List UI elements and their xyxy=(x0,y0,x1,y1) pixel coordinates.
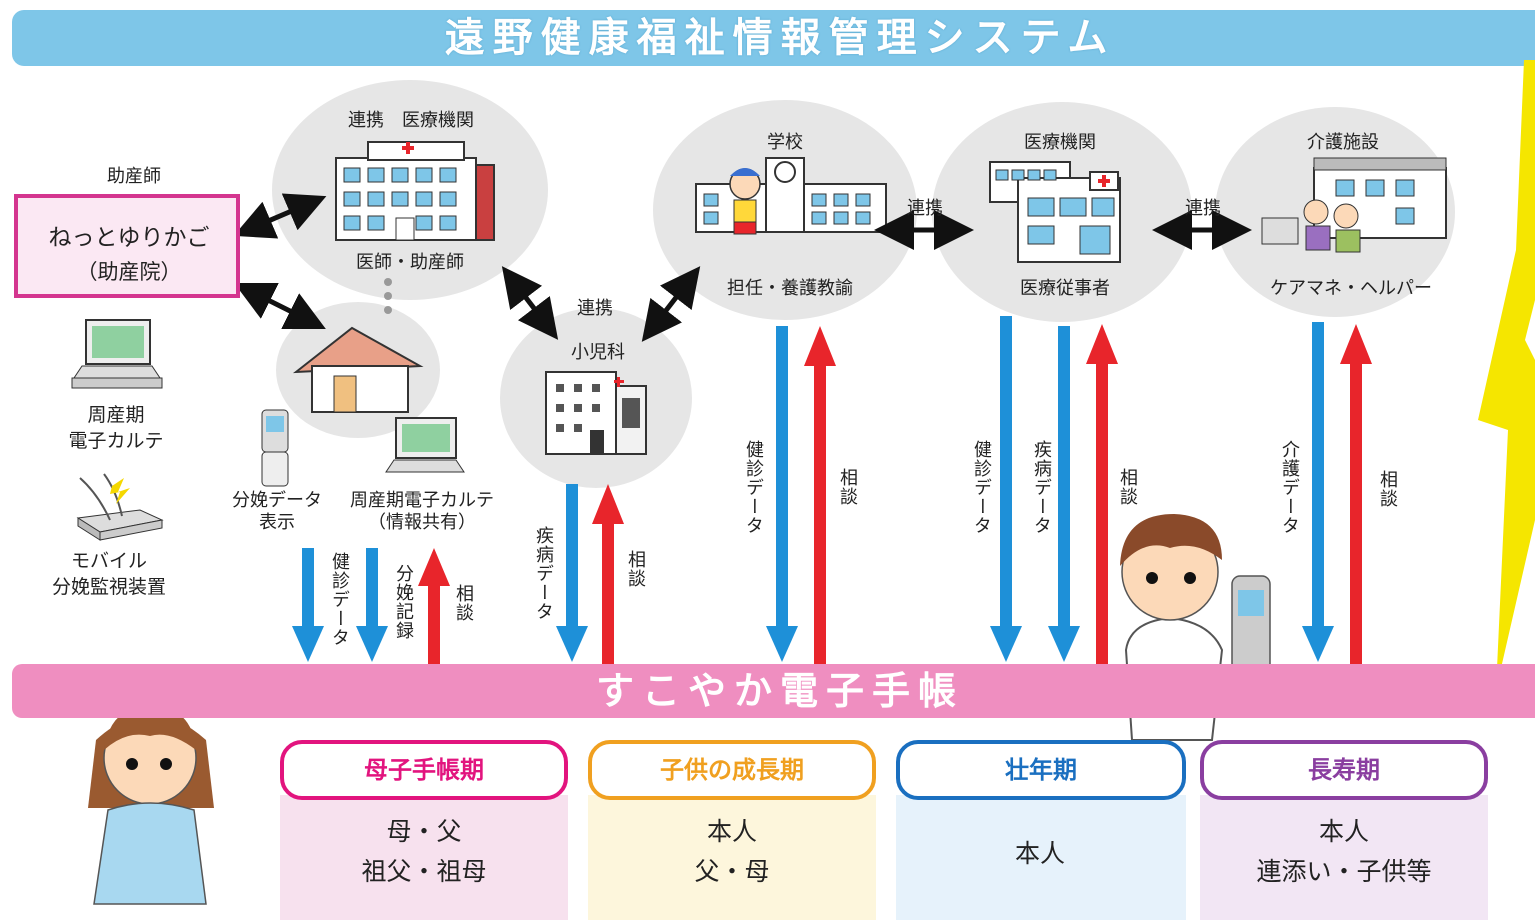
care-facility-icon xyxy=(1261,157,1447,253)
hospital2-bottom-label: 医療従事者 xyxy=(1020,278,1110,299)
delivery-display-line1: 分娩データ xyxy=(232,490,322,511)
hospital1-bottom-label: 医師・助産師 xyxy=(356,252,464,273)
house-icon xyxy=(292,326,424,413)
stage-maternal-people-line2: 祖父・祖母 xyxy=(361,857,487,886)
delivery-display-label: 分娩データ 表示 xyxy=(222,490,332,534)
stage-growth-people: 本人 父・母 xyxy=(592,812,872,892)
care-bottom-label: ケアマネ・ヘルパー xyxy=(1270,278,1432,299)
delivery-display-line2: 表示 xyxy=(259,512,295,533)
pediatrics-label: 小児科 xyxy=(571,342,625,363)
pediatrics-building-icon xyxy=(545,371,647,455)
school-top-label: 学校 xyxy=(767,132,803,153)
hospital-building-icon xyxy=(335,141,495,241)
arrow-label-consult: 相談 xyxy=(1377,470,1398,508)
stage-elderly-people-line2: 連添い・子供等 xyxy=(1256,857,1432,886)
midwife-name: ねっとゆりかご xyxy=(48,225,210,251)
stage-panel-adult xyxy=(896,795,1186,920)
link-label-center: 連携 xyxy=(577,298,613,319)
midwife-sub: （助産院） xyxy=(76,260,182,284)
stage-maternal[interactable]: 母子手帳期 xyxy=(280,740,568,800)
stage-growth-people-line1: 本人 xyxy=(706,817,757,846)
girl-illustration xyxy=(88,706,214,905)
stage-adult-people: 本人 xyxy=(900,834,1180,874)
mobile-monitor-label: モバイル 分娩監視装置 xyxy=(24,548,194,600)
computer-icon xyxy=(71,319,163,389)
care-top-label: 介護施設 xyxy=(1307,132,1379,153)
arrow-label-consult: 相談 xyxy=(453,584,474,622)
school-building-icon xyxy=(695,157,887,235)
mobile-monitor-line2: 分娩監視装置 xyxy=(51,576,166,598)
arrow-label-consult: 相談 xyxy=(1117,468,1138,506)
perinatal-ekarte-label: 周産期 電子カルテ xyxy=(46,402,186,454)
stage-panel-elderly xyxy=(1200,795,1488,920)
stage-elderly-people: 本人 連添い・子供等 xyxy=(1204,812,1484,892)
laptop-icon xyxy=(385,417,465,473)
perinatal-ekarte-line2: 電子カルテ xyxy=(68,430,164,452)
arrow-label-consult: 相談 xyxy=(837,468,858,506)
title-bar xyxy=(12,10,1535,66)
arrow-label-checkup-data: 健診データ xyxy=(971,440,992,535)
perinatal-ekarte-line1: 周産期 xyxy=(87,404,145,426)
arrow-label-checkup-data: 健診データ xyxy=(329,552,350,647)
stage-adult-people-line1: 本人 xyxy=(1014,839,1065,868)
ekarte-share-line2: （情報共有） xyxy=(368,512,476,533)
down-arrows xyxy=(292,316,1334,662)
stage-panel-maternal xyxy=(280,795,568,920)
page-title: 遠野健康福祉情報管理システム xyxy=(444,15,1116,61)
up-arrows xyxy=(418,324,1372,664)
monitor-device-icon xyxy=(76,473,164,541)
stage-maternal-people: 母・父 祖父・祖母 xyxy=(284,812,564,892)
mobile-monitor-line1: モバイル xyxy=(70,550,147,572)
stage-adult[interactable]: 壮年期 xyxy=(896,740,1186,800)
stage-elderly-people-line1: 本人 xyxy=(1318,817,1369,846)
stage-panel-growth xyxy=(588,795,876,920)
arrow-label-consult: 相談 xyxy=(625,550,646,588)
midwife-caption: 助産師 xyxy=(107,166,161,187)
ellipsis-dots xyxy=(384,278,392,314)
ekarte-share-label: 周産期電子カルテ （情報共有） xyxy=(334,490,510,534)
lightning-bolt-icon xyxy=(1478,60,1535,690)
arrow-label-disease-data: 疾病データ xyxy=(1031,440,1052,535)
mobile-phone-icon xyxy=(261,409,289,487)
arrow-label-delivery-record: 分娩記録 xyxy=(393,564,414,640)
stage-growth[interactable]: 子供の成長期 xyxy=(588,740,876,800)
school-bottom-label: 担任・養護教諭 xyxy=(727,278,853,299)
stage-maternal-people-line1: 母・父 xyxy=(386,817,462,846)
ekarte-share-line1: 周産期電子カルテ xyxy=(350,490,494,511)
link-label-school-hospital: 連携 xyxy=(907,198,943,219)
arrow-label-disease-data: 疾病データ xyxy=(533,526,554,621)
stage-elderly[interactable]: 長寿期 xyxy=(1200,740,1488,800)
midwife-box[interactable] xyxy=(14,194,240,298)
stage-growth-people-line2: 父・母 xyxy=(694,857,770,886)
hospital2-building-icon xyxy=(989,161,1121,263)
link-arrows xyxy=(233,193,1252,342)
sukoyaka-bar xyxy=(12,664,1535,718)
link-label-hospital-care: 連携 xyxy=(1185,198,1221,219)
hospital1-top-label: 連携 医療機関 xyxy=(348,110,474,131)
sukoyaka-title: すこやか電子手帳 xyxy=(595,669,964,713)
arrow-label-checkup-data: 健診データ xyxy=(743,440,764,535)
hospital2-top-label: 医療機関 xyxy=(1024,132,1096,153)
arrow-label-care-data: 介護データ xyxy=(1279,440,1300,535)
